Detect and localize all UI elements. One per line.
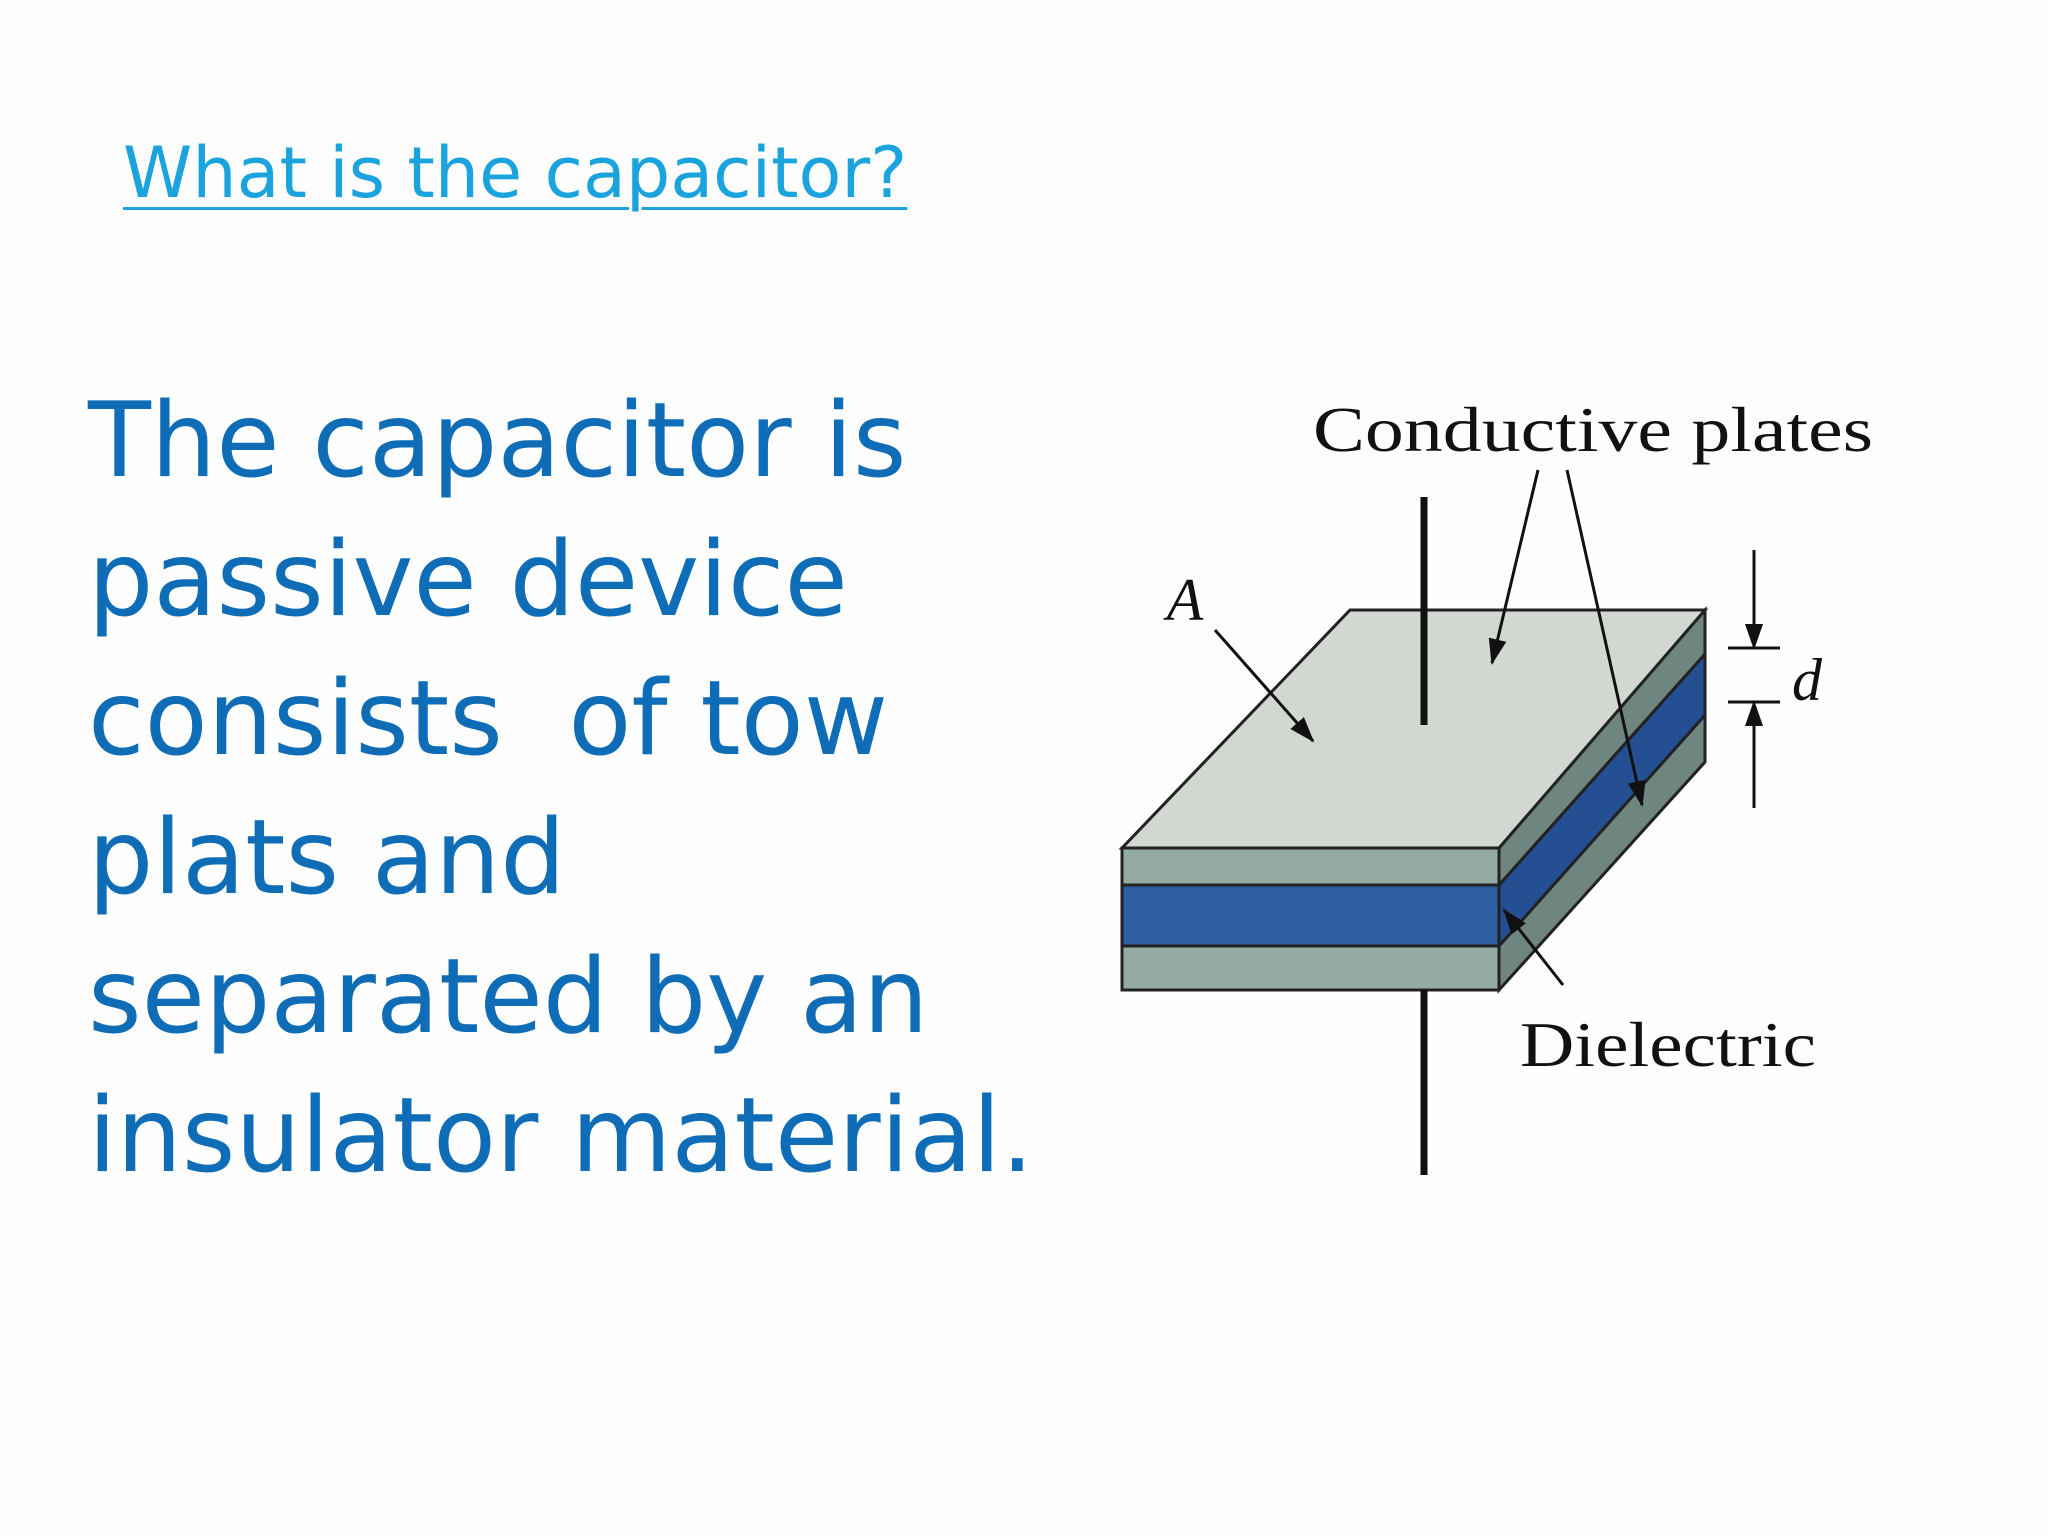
body-line: separated by an: [88, 937, 929, 1057]
bottom-plate-front: [1120, 944, 1501, 992]
label-conductive-plates: Conductive plates: [1313, 394, 1873, 465]
label-area: A: [1163, 567, 1204, 633]
arrow-to-bottom-plate: [1565, 469, 1646, 807]
slide-title-link[interactable]: What is the capacitor?: [123, 132, 908, 214]
body-line: insulator material.: [88, 1076, 1034, 1196]
body-line: The capacitor is: [88, 381, 907, 501]
arrow-to-top-plate: [1488, 469, 1540, 665]
body-line: plats and: [88, 798, 566, 918]
body-line: consists of tow: [88, 659, 889, 779]
top-plate-front: [1120, 846, 1501, 887]
arrow-to-dielectric: [1502, 908, 1565, 986]
label-separation: d: [1792, 647, 1823, 713]
dielectric-front: [1120, 883, 1501, 948]
capacitor-diagram: Conductive plates A d Dielectric: [1118, 394, 1873, 1175]
body-line: passive device: [88, 520, 848, 640]
arrow-area: [1213, 629, 1315, 743]
top-plate-top-face: [1118, 608, 1709, 850]
body-text: The capacitor is passive device consists…: [88, 372, 1088, 1206]
label-dielectric: Dielectric: [1520, 1009, 1816, 1080]
